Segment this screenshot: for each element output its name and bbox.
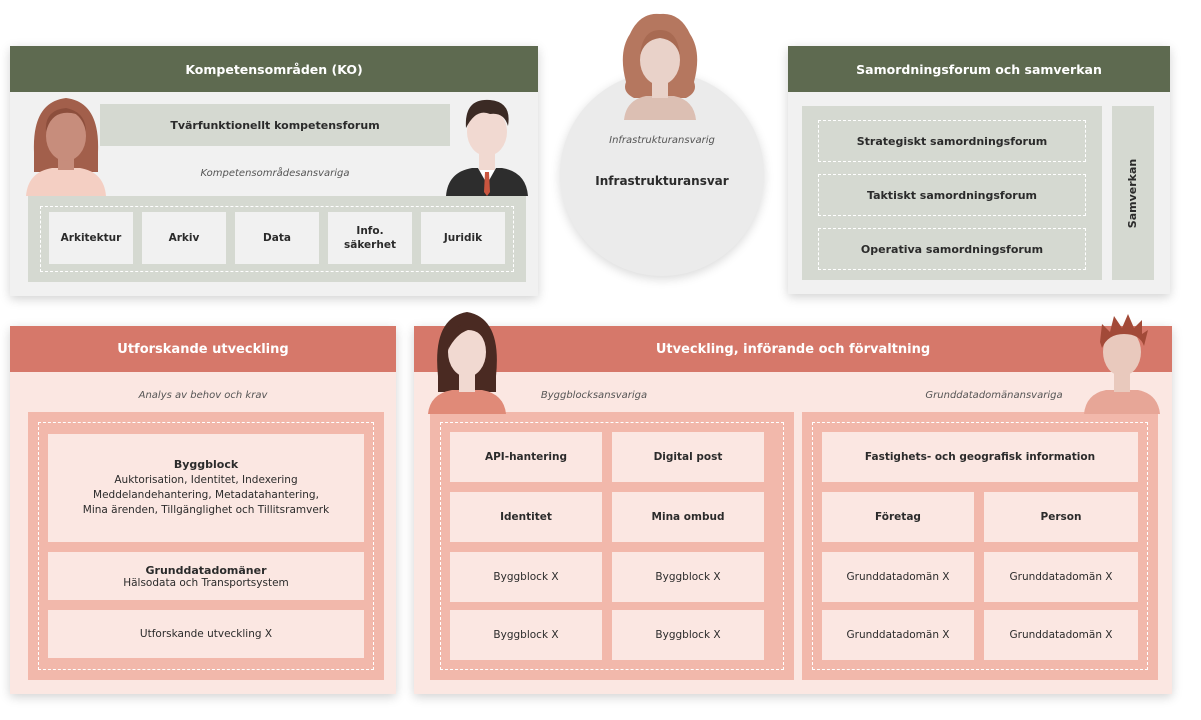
woman-avatar-icon <box>26 92 106 196</box>
forum-operativa: Operativa samordningsforum <box>818 228 1086 270</box>
forum-taktiskt: Taktiskt samordningsforum <box>818 174 1086 216</box>
utforskande-panel: Utforskande utveckling Analys av behov o… <box>10 326 396 694</box>
gd-x-4: Grunddatadomän X <box>984 610 1138 660</box>
gd-x-2: Grunddatadomän X <box>984 552 1138 602</box>
gd-x-1: Grunddatadomän X <box>822 552 974 602</box>
utforskande-dashed <box>38 422 374 670</box>
area-arkiv: Arkiv <box>142 212 226 264</box>
utforskande-inner: Byggblock Auktorisation, Identitet, Inde… <box>28 412 384 680</box>
ko-panel: Kompetensområden (KO) Tvärfunktionellt k… <box>10 46 538 296</box>
woman-curly-avatar-icon <box>620 12 700 120</box>
grunddata-text: Hälsodata och Transportsystem <box>123 576 289 589</box>
bb-x-1: Byggblock X <box>450 552 602 602</box>
bb-x-3: Byggblock X <box>450 610 602 660</box>
woman-dark-hair-avatar-icon <box>428 306 506 414</box>
utforskande-title: Utforskande utveckling <box>10 326 396 372</box>
grunddata-title: Grunddatadomäner <box>145 563 267 577</box>
forum-strategiskt: Strategiskt samordningsforum <box>818 120 1086 162</box>
man-avatar-icon <box>446 92 528 196</box>
byggblock-text: Auktorisation, Identitet, Indexering Med… <box>82 474 330 516</box>
gd-person: Person <box>984 492 1138 542</box>
area-juridik: Juridik <box>421 212 505 264</box>
ko-areas-container: Arkitektur Arkiv Data Info. säkerhet Jur… <box>28 196 526 282</box>
gd-x-3: Grunddatadomän X <box>822 610 974 660</box>
area-data: Data <box>235 212 319 264</box>
ko-areas-dashed <box>40 206 514 272</box>
man-spiky-hair-avatar-icon <box>1084 308 1160 414</box>
bb-digital-post: Digital post <box>612 432 764 482</box>
infra-role-label: Infrastrukturansvarig <box>609 135 715 146</box>
bb-mina-ombud: Mina ombud <box>612 492 764 542</box>
utveckling-panel: Utveckling, införande och förvaltning By… <box>414 326 1172 694</box>
byggblock-group: API-hantering Digital post Identitet Min… <box>430 412 794 680</box>
gd-foretag: Företag <box>822 492 974 542</box>
bb-x-4: Byggblock X <box>612 610 764 660</box>
gd-fastighet-geo: Fastighets- och geografisk information <box>822 432 1138 482</box>
ko-title: Kompetensområden (KO) <box>10 46 538 92</box>
samordning-forums-container: Strategiskt samordningsforum Taktiskt sa… <box>802 106 1102 280</box>
samverkan-label: Samverkan <box>1126 158 1140 228</box>
byggblocksansvariga-label: Byggblocksansvariga <box>540 390 648 401</box>
infra-title: Infrastrukturansvar <box>595 174 729 188</box>
area-info-sakerhet: Info. säkerhet <box>328 212 412 264</box>
byggblock-box: Byggblock Auktorisation, Identitet, Inde… <box>48 434 364 542</box>
bb-x-2: Byggblock X <box>612 552 764 602</box>
grunddatadoman-group: Fastighets- och geografisk information F… <box>802 412 1158 680</box>
grunddata-box: Grunddatadomäner Hälsodata och Transport… <box>48 552 364 600</box>
ko-role-label: Kompetensområdesansvariga <box>200 168 350 179</box>
utveckling-title: Utveckling, införande och förvaltning <box>414 326 1172 372</box>
byggblock-group-dashed <box>440 422 784 670</box>
samverkan-bar: Samverkan <box>1112 106 1154 280</box>
utforskande-subtitle: Analys av behov och krav <box>138 390 268 401</box>
ko-forum-bar: Tvärfunktionellt kompetensforum <box>100 104 450 146</box>
bb-api-hantering: API-hantering <box>450 432 602 482</box>
grunddatadoman-group-dashed <box>812 422 1148 670</box>
samordning-panel: Samordningsforum och samverkan Strategis… <box>788 46 1170 294</box>
utforskande-x-box: Utforskande utveckling X <box>48 610 364 658</box>
grunddatadomanansvariga-label: Grunddatadomänansvariga <box>925 390 1063 401</box>
bb-identitet: Identitet <box>450 492 602 542</box>
samordning-title: Samordningsforum och samverkan <box>788 46 1170 92</box>
byggblock-title: Byggblock <box>173 458 239 472</box>
area-arkitektur: Arkitektur <box>49 212 133 264</box>
